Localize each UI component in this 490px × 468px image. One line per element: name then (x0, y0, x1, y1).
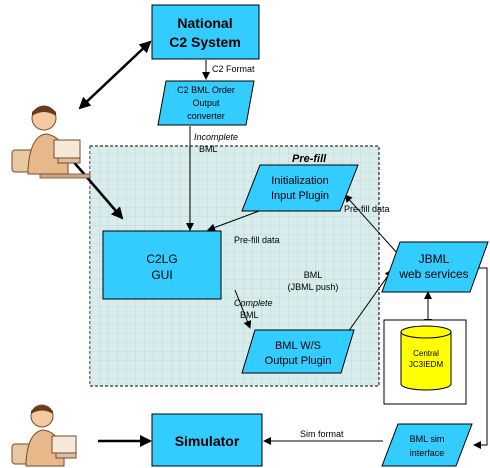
node-bml-sim-interface: BML sim interface (381, 423, 473, 467)
edge-init-to-gui (207, 209, 263, 232)
label-complete: Complete (234, 298, 273, 308)
node-central-db: Central JC3IEDM (400, 325, 452, 391)
label-incomplete-bml: BML (199, 144, 218, 154)
label-sim-format: Sim format (300, 429, 344, 439)
node-c2lg-gui: C2LG GUI (102, 230, 222, 300)
edge-bmlws-to-jbml (347, 269, 393, 333)
converter-line1: C2 BML Order (177, 85, 235, 95)
db-line2: JC3IEDM (409, 360, 444, 369)
person-at-computer-icon (11, 105, 91, 179)
edge-person-to-national-c2 (78, 40, 152, 110)
edges (71, 40, 488, 449)
node-bml-ws-plugin: BML W/S Output Plugin (241, 329, 355, 374)
edge-person-to-gui (71, 159, 124, 220)
sim-interface-line1: BML sim (410, 434, 445, 444)
c2lg-gui-line2: GUI (151, 268, 172, 282)
edge-jbml-to-init (344, 194, 399, 255)
converter-line3: converter (187, 111, 225, 121)
prefill-region-label: Pre-fill (292, 153, 327, 165)
node-c2-bml-converter: C2 BML Order Output converter (157, 80, 255, 126)
edge-labels: C2 Format Incomplete BML Pre-fill data P… (194, 64, 390, 439)
label-complete-bml: BML (240, 310, 259, 320)
simulator-label: Simulator (175, 433, 240, 449)
sim-interface-line2: interface (410, 448, 445, 458)
node-simulator: Simulator (151, 413, 263, 467)
bml-ws-line2: Output Plugin (265, 355, 332, 367)
national-c2-line2: C2 System (169, 34, 241, 50)
init-plugin-line2: Input Plugin (271, 190, 329, 202)
node-jbml-ws: JBML web services (381, 241, 489, 293)
label-bml: BML (304, 270, 323, 280)
converter-line2: Output (192, 98, 220, 108)
person-at-computer-icon (11, 404, 77, 467)
jbml-line1: JBML (419, 252, 450, 266)
init-plugin-line1: Initialization (271, 175, 328, 187)
node-init-plugin: Initialization Input Plugin (241, 164, 359, 212)
label-incomplete: Incomplete (194, 132, 238, 142)
c2lg-gui-line1: C2LG (146, 252, 177, 266)
label-c2-format: C2 Format (212, 64, 255, 74)
bml-ws-line1: BML W/S (275, 340, 321, 352)
edge-jbml-to-sim-interface (473, 267, 488, 449)
national-c2-line1: National (177, 15, 232, 31)
node-national-c2: National C2 System (151, 4, 260, 60)
db-line1: Central (413, 349, 439, 358)
label-prefill-data-right: Pre-fill data (344, 204, 390, 214)
label-prefill-data-left: Pre-fill data (234, 235, 280, 245)
edge-gui-to-bmlws (234, 289, 252, 329)
label-jbml-push: (JBML push) (288, 282, 339, 292)
jbml-line2: web services (398, 267, 468, 281)
